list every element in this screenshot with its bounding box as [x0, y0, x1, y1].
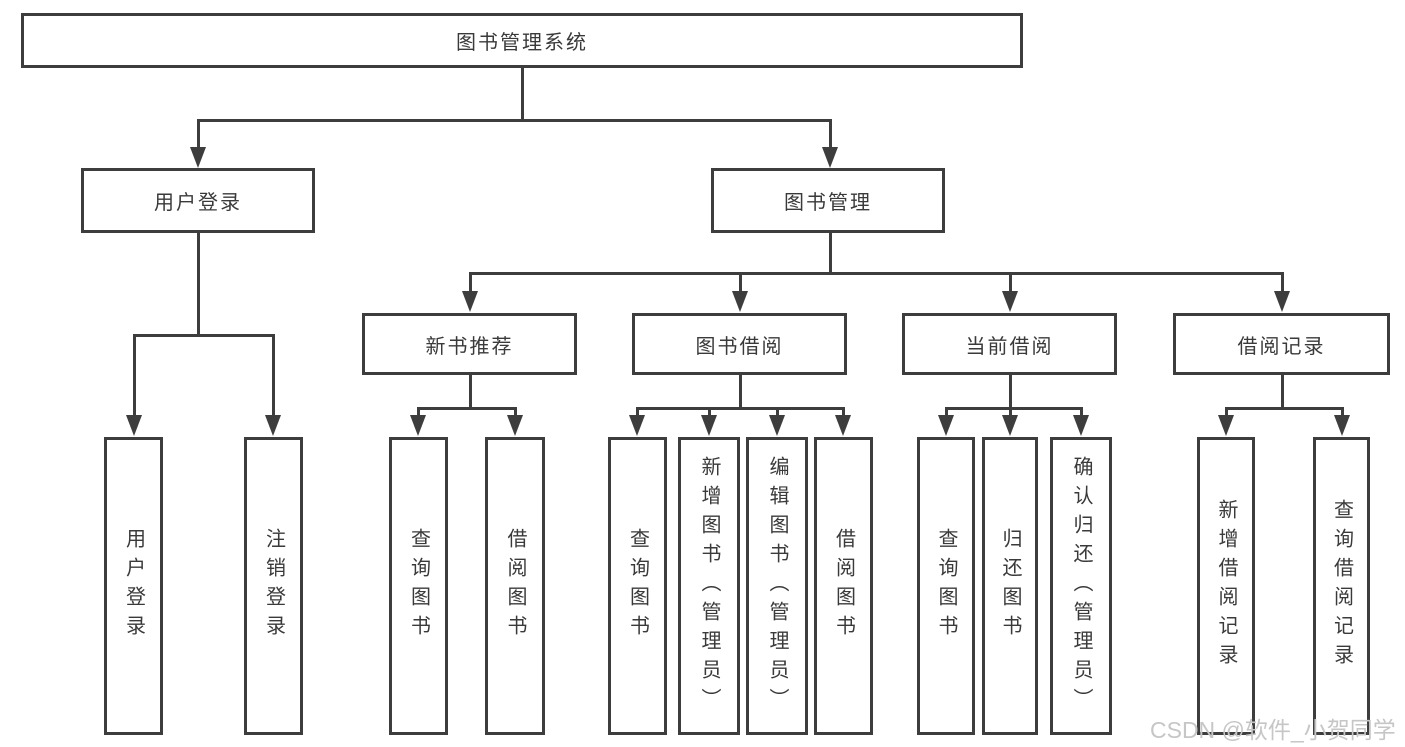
leaf-logout: 注销登录 — [244, 437, 303, 735]
connector-arrow-stem — [1008, 272, 1012, 294]
connector-arrow-stem — [1340, 407, 1344, 417]
arrow-down-icon — [701, 415, 717, 436]
leaf-add-borrow-record: 新增借阅记录 — [1197, 437, 1255, 735]
arrow-down-icon — [1274, 291, 1290, 312]
node-label: 用户登录 — [154, 192, 242, 214]
connector-root-stem — [520, 68, 524, 122]
connector-arrow-stem — [416, 407, 420, 417]
arrow-down-icon — [462, 291, 478, 312]
node-book-borrowing: 图书借阅 — [632, 313, 847, 375]
leaf-return-books: 归还图书 — [982, 437, 1038, 735]
connector-arrow-stem — [132, 334, 136, 416]
node-label: 查询图书 — [935, 528, 957, 644]
node-label: 当前借阅 — [965, 335, 1054, 358]
leaf-borrow-books-borrowing: 借阅图书 — [814, 437, 873, 735]
node-book-management: 图书管理 — [711, 168, 945, 233]
node-book-management-system: 图书管理系统 — [21, 13, 1023, 68]
node-label: 查询图书 — [626, 528, 649, 644]
connector-book-mgmt-stem — [828, 233, 832, 274]
node-label: 图书借阅 — [695, 335, 784, 358]
leaf-add-book-admin: 新增图书（管理员） — [678, 437, 740, 735]
node-label: 用户登录 — [122, 528, 145, 644]
connector-arrow-stem — [196, 119, 200, 149]
connector-group-rail — [1224, 407, 1344, 410]
connector-user-login-rail — [132, 334, 275, 337]
connector-group-stem — [1280, 375, 1284, 409]
arrow-down-icon — [190, 147, 206, 168]
arrow-down-icon — [769, 415, 785, 436]
arrow-down-icon — [507, 415, 523, 436]
arrow-down-icon — [1334, 415, 1350, 436]
connector-group-stem — [738, 375, 742, 409]
arrow-down-icon — [1073, 415, 1089, 436]
connector-arrow-stem — [1079, 407, 1083, 417]
leaf-query-books-current: 查询图书 — [917, 437, 975, 735]
node-borrowing-records: 借阅记录 — [1173, 313, 1390, 375]
leaf-query-books-borrowing: 查询图书 — [608, 437, 667, 735]
node-label: 图书管理系统 — [456, 32, 588, 54]
connector-group-stem — [1008, 375, 1012, 409]
arrow-down-icon — [629, 415, 645, 436]
arrow-down-icon — [126, 415, 142, 436]
connector-group-rail — [416, 407, 517, 410]
leaf-borrow-books-recommend: 借阅图书 — [485, 437, 545, 735]
connector-group-rail — [635, 407, 845, 410]
leaf-query-borrow-record: 查询借阅记录 — [1313, 437, 1370, 735]
node-label: 新书推荐 — [425, 335, 514, 358]
node-label: 查询图书 — [407, 528, 430, 644]
node-user-login: 用户登录 — [81, 168, 315, 233]
node-label: 确认归还（管理员） — [1070, 455, 1092, 717]
connector-arrow-stem — [1280, 272, 1284, 294]
connector-arrow-stem — [944, 407, 948, 417]
arrow-down-icon — [938, 415, 954, 436]
connector-arrow-stem — [738, 272, 742, 294]
connector-arrow-stem — [828, 119, 832, 149]
connector-arrow-stem — [271, 334, 275, 416]
connector-level3-rail — [468, 272, 1284, 275]
node-current-borrowing: 当前借阅 — [902, 313, 1117, 375]
node-label: 借阅图书 — [832, 528, 855, 644]
leaf-confirm-return-admin: 确认归还（管理员） — [1050, 437, 1112, 735]
node-label: 查询借阅记录 — [1330, 499, 1353, 673]
arrow-down-icon — [410, 415, 426, 436]
leaf-query-books-recommend: 查询图书 — [389, 437, 448, 735]
connector-level2-rail — [196, 119, 832, 122]
node-label: 新增借阅记录 — [1215, 499, 1237, 673]
connector-group-stem — [468, 375, 472, 409]
connector-arrow-stem — [1224, 407, 1228, 417]
arrow-down-icon — [732, 291, 748, 312]
arrow-down-icon — [265, 415, 281, 436]
connector-arrow-stem — [513, 407, 517, 417]
csdn-watermark: CSDN @软件_小贺同学 — [1150, 717, 1396, 743]
arrow-down-icon — [835, 415, 851, 436]
node-label: 编辑图书（管理员） — [766, 455, 788, 717]
connector-arrow-stem — [775, 407, 779, 417]
leaf-edit-book-admin: 编辑图书（管理员） — [746, 437, 808, 735]
arrow-down-icon — [822, 147, 838, 168]
connector-arrow-stem — [468, 272, 472, 294]
arrow-down-icon — [1002, 291, 1018, 312]
node-label: 图书管理 — [784, 192, 872, 214]
node-label: 新增图书（管理员） — [698, 455, 720, 717]
node-label: 借阅图书 — [504, 528, 526, 644]
leaf-user-login: 用户登录 — [104, 437, 163, 735]
arrow-down-icon — [1218, 415, 1234, 436]
connector-group-rail — [944, 407, 1083, 410]
node-label: 归还图书 — [999, 528, 1021, 644]
connector-arrow-stem — [841, 407, 845, 417]
connector-user-login-stem — [196, 233, 200, 336]
node-new-book-recommendation: 新书推荐 — [362, 313, 577, 375]
connector-arrow-stem — [707, 407, 711, 417]
node-label: 注销登录 — [262, 528, 285, 644]
connector-arrow-stem — [1008, 407, 1012, 417]
connector-arrow-stem — [635, 407, 639, 417]
node-label: 借阅记录 — [1237, 335, 1326, 358]
arrow-down-icon — [1002, 415, 1018, 436]
